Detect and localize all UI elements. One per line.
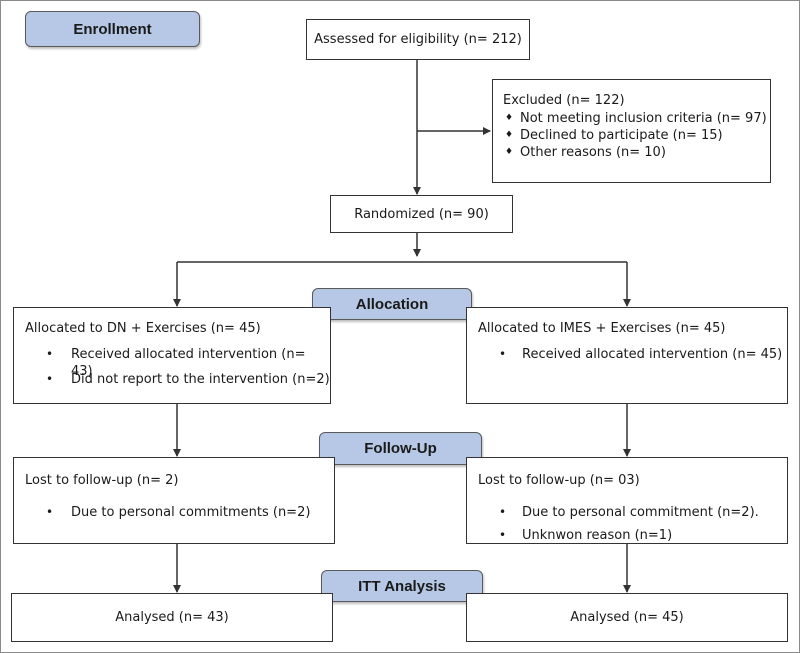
left-allocated-item: • Did not report to the intervention (n=…: [25, 371, 330, 388]
bullet-icon: •: [499, 528, 507, 542]
left-allocated-list: • Received allocated intervention (n= 43…: [25, 346, 330, 388]
left-allocation-box: Allocated to DN + Exercises (n= 45) • Re…: [13, 307, 331, 404]
diamond-bullet-icon: ♦: [505, 130, 514, 140]
right-analysed-box: Analysed (n= 45): [466, 593, 788, 642]
right-lost-item: • Unknwon reason (n=1): [478, 527, 787, 544]
excluded-item-text: Not meeting inclusion criteria (n= 97): [520, 111, 767, 126]
left-allocated-item-text: Did not report to the intervention (n=2): [71, 372, 330, 387]
bullet-icon: •: [46, 372, 54, 386]
bullet-icon: •: [46, 347, 54, 361]
right-lost-title: Lost to follow-up (n= 03): [478, 473, 640, 488]
assessed-box: Assessed for eligibility (n= 212): [306, 19, 530, 60]
right-allocated-list: • Received allocated intervention (n= 45…: [478, 346, 787, 363]
stage-enrollment: Enrollment: [25, 11, 200, 47]
assessed-text: Assessed for eligibility (n= 212): [314, 32, 522, 47]
left-lost-box: Lost to follow-up (n= 2) • Due to person…: [13, 457, 335, 544]
excluded-title: Excluded (n= 122): [503, 93, 625, 108]
stage-follow-up-label: Follow-Up: [364, 440, 437, 457]
left-lost-list: • Due to personal commitments (n=2): [25, 504, 334, 521]
right-allocation-box: Allocated to IMES + Exercises (n= 45) • …: [466, 307, 788, 404]
stage-allocation: Allocation: [312, 288, 472, 320]
excluded-item: ♦ Other reasons (n= 10): [503, 144, 770, 161]
stage-follow-up: Follow-Up: [319, 432, 482, 465]
stage-itt-analysis-label: ITT Analysis: [358, 577, 446, 595]
right-allocated-item-text: Received allocated intervention (n= 45): [522, 347, 783, 362]
left-allocated-title: Allocated to DN + Exercises (n= 45): [25, 321, 261, 336]
diamond-bullet-icon: ♦: [505, 147, 514, 157]
right-allocated-item: • Received allocated intervention (n= 45…: [478, 346, 787, 363]
right-lost-item: • Due to personal commitment (n=2).: [478, 504, 787, 527]
right-lost-box: Lost to follow-up (n= 03) • Due to perso…: [466, 457, 788, 544]
excluded-item: ♦ Declined to participate (n= 15): [503, 127, 770, 144]
left-allocated-item-text: Received allocated intervention (n= 43): [71, 347, 306, 379]
excluded-item-text: Other reasons (n= 10): [520, 145, 666, 160]
right-allocated-title: Allocated to IMES + Exercises (n= 45): [478, 321, 726, 336]
bullet-icon: •: [499, 347, 507, 361]
left-lost-title: Lost to follow-up (n= 2): [25, 473, 179, 488]
randomized-text: Randomized (n= 90): [354, 206, 489, 222]
left-lost-item-text: Due to personal commitments (n=2): [71, 505, 311, 520]
right-lost-list: • Due to personal commitment (n=2). • Un…: [478, 504, 787, 544]
bullet-icon: •: [499, 505, 507, 519]
randomized-box: Randomized (n= 90): [330, 195, 513, 233]
left-analysed-box: Analysed (n= 43): [11, 593, 333, 642]
left-lost-item: • Due to personal commitments (n=2): [25, 504, 334, 521]
excluded-item-text: Declined to participate (n= 15): [520, 128, 723, 143]
left-analysed-text: Analysed (n= 43): [115, 610, 229, 625]
right-lost-item-text: Unknwon reason (n=1): [522, 528, 673, 543]
stage-itt-analysis: ITT Analysis: [321, 570, 483, 602]
excluded-box: Excluded (n= 122) ♦ Not meeting inclusio…: [492, 79, 771, 183]
left-allocated-item: • Received allocated intervention (n= 43…: [25, 346, 330, 379]
diamond-bullet-icon: ♦: [505, 113, 514, 123]
right-lost-item-text: Due to personal commitment (n=2).: [522, 505, 759, 520]
right-analysed-text: Analysed (n= 45): [570, 610, 684, 625]
excluded-list: ♦ Not meeting inclusion criteria (n= 97)…: [503, 110, 770, 161]
bullet-icon: •: [46, 505, 54, 519]
excluded-item: ♦ Not meeting inclusion criteria (n= 97): [503, 110, 770, 127]
stage-allocation-label: Allocation: [355, 295, 429, 313]
stage-enrollment-label: Enrollment: [73, 20, 152, 38]
